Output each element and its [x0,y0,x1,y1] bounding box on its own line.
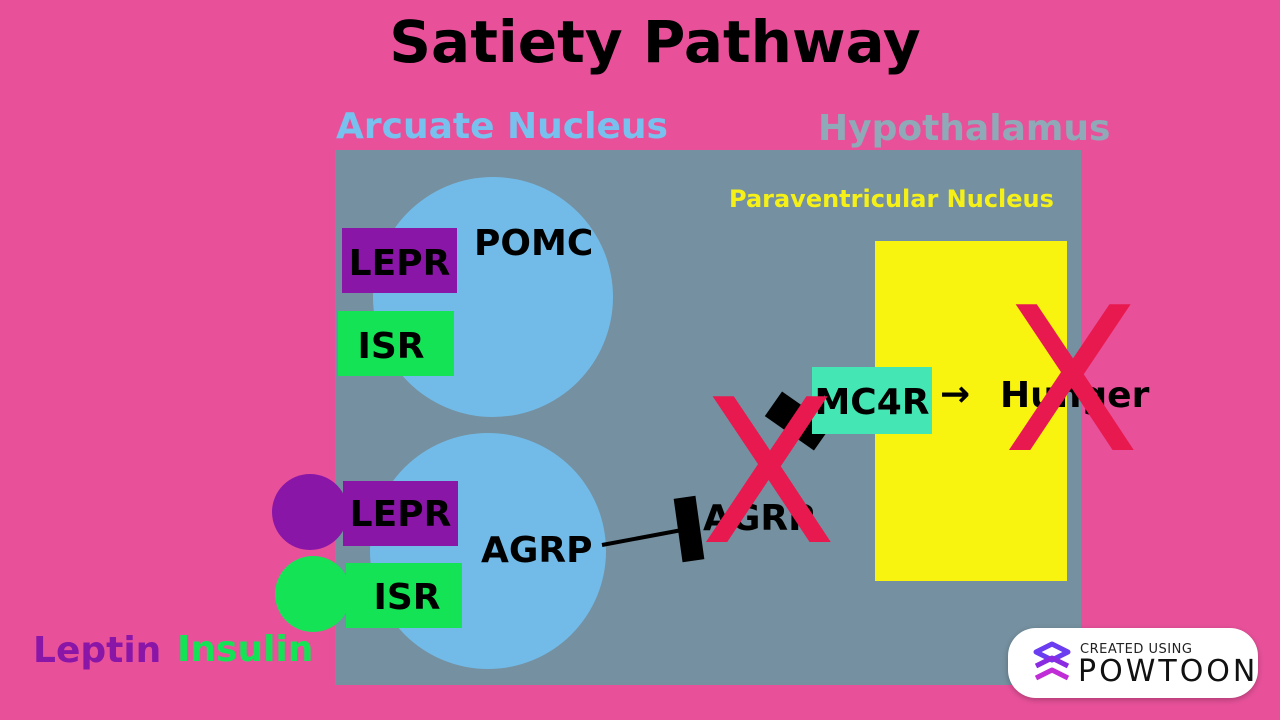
agrp-neuron [370,433,606,669]
leptin-legend-label: Leptin [33,630,162,671]
slide-title: Satiety Pathway [389,8,921,76]
agrp-projection-line [601,528,683,547]
mc4r-receptor: MC4R [812,367,932,434]
agrp-blocked-cross: X [700,357,838,590]
pomc-neuron [373,177,613,417]
mc4r-antagonist-block [764,391,832,451]
isr-top-label: ISR [357,326,425,367]
insulin-legend-label: Insulin [177,629,314,670]
hypothalamus-label: Hypothalamus [818,108,1111,149]
lepr-bottom-label: LEPR [349,494,452,535]
powtoon-logo-icon [1033,641,1071,681]
agrp-label: AGRP [481,530,593,571]
released-agrp-label: AGRP [703,498,815,539]
leptin-molecule [272,474,348,550]
powtoon-brand-label: POWTOON [1078,654,1259,689]
lepr-receptor-top: LEPR [342,228,457,293]
isr-receptor-top: ISR [338,311,454,376]
pathway-arrow: → [940,374,971,415]
insulin-molecule [275,556,351,632]
isr-receptor-bottom: ISR [346,563,462,628]
arcuate-nucleus-label: Arcuate Nucleus [336,106,668,147]
lepr-receptor-bottom: LEPR [343,481,458,546]
mc4r-label: MC4R [814,382,930,423]
pomc-label: POMC [474,223,594,264]
powtoon-badge[interactable] [1008,628,1258,698]
lepr-top-label: LEPR [348,243,451,284]
hunger-blocked-cross: X [1003,265,1141,498]
isr-bottom-label: ISR [373,577,441,618]
paraventricular-nucleus-label: Paraventricular Nucleus [729,185,1054,213]
created-using-label: CREATED USING [1080,642,1193,657]
hunger-label: Hunger [1000,375,1150,416]
agrp-terminal-bar [673,495,705,563]
